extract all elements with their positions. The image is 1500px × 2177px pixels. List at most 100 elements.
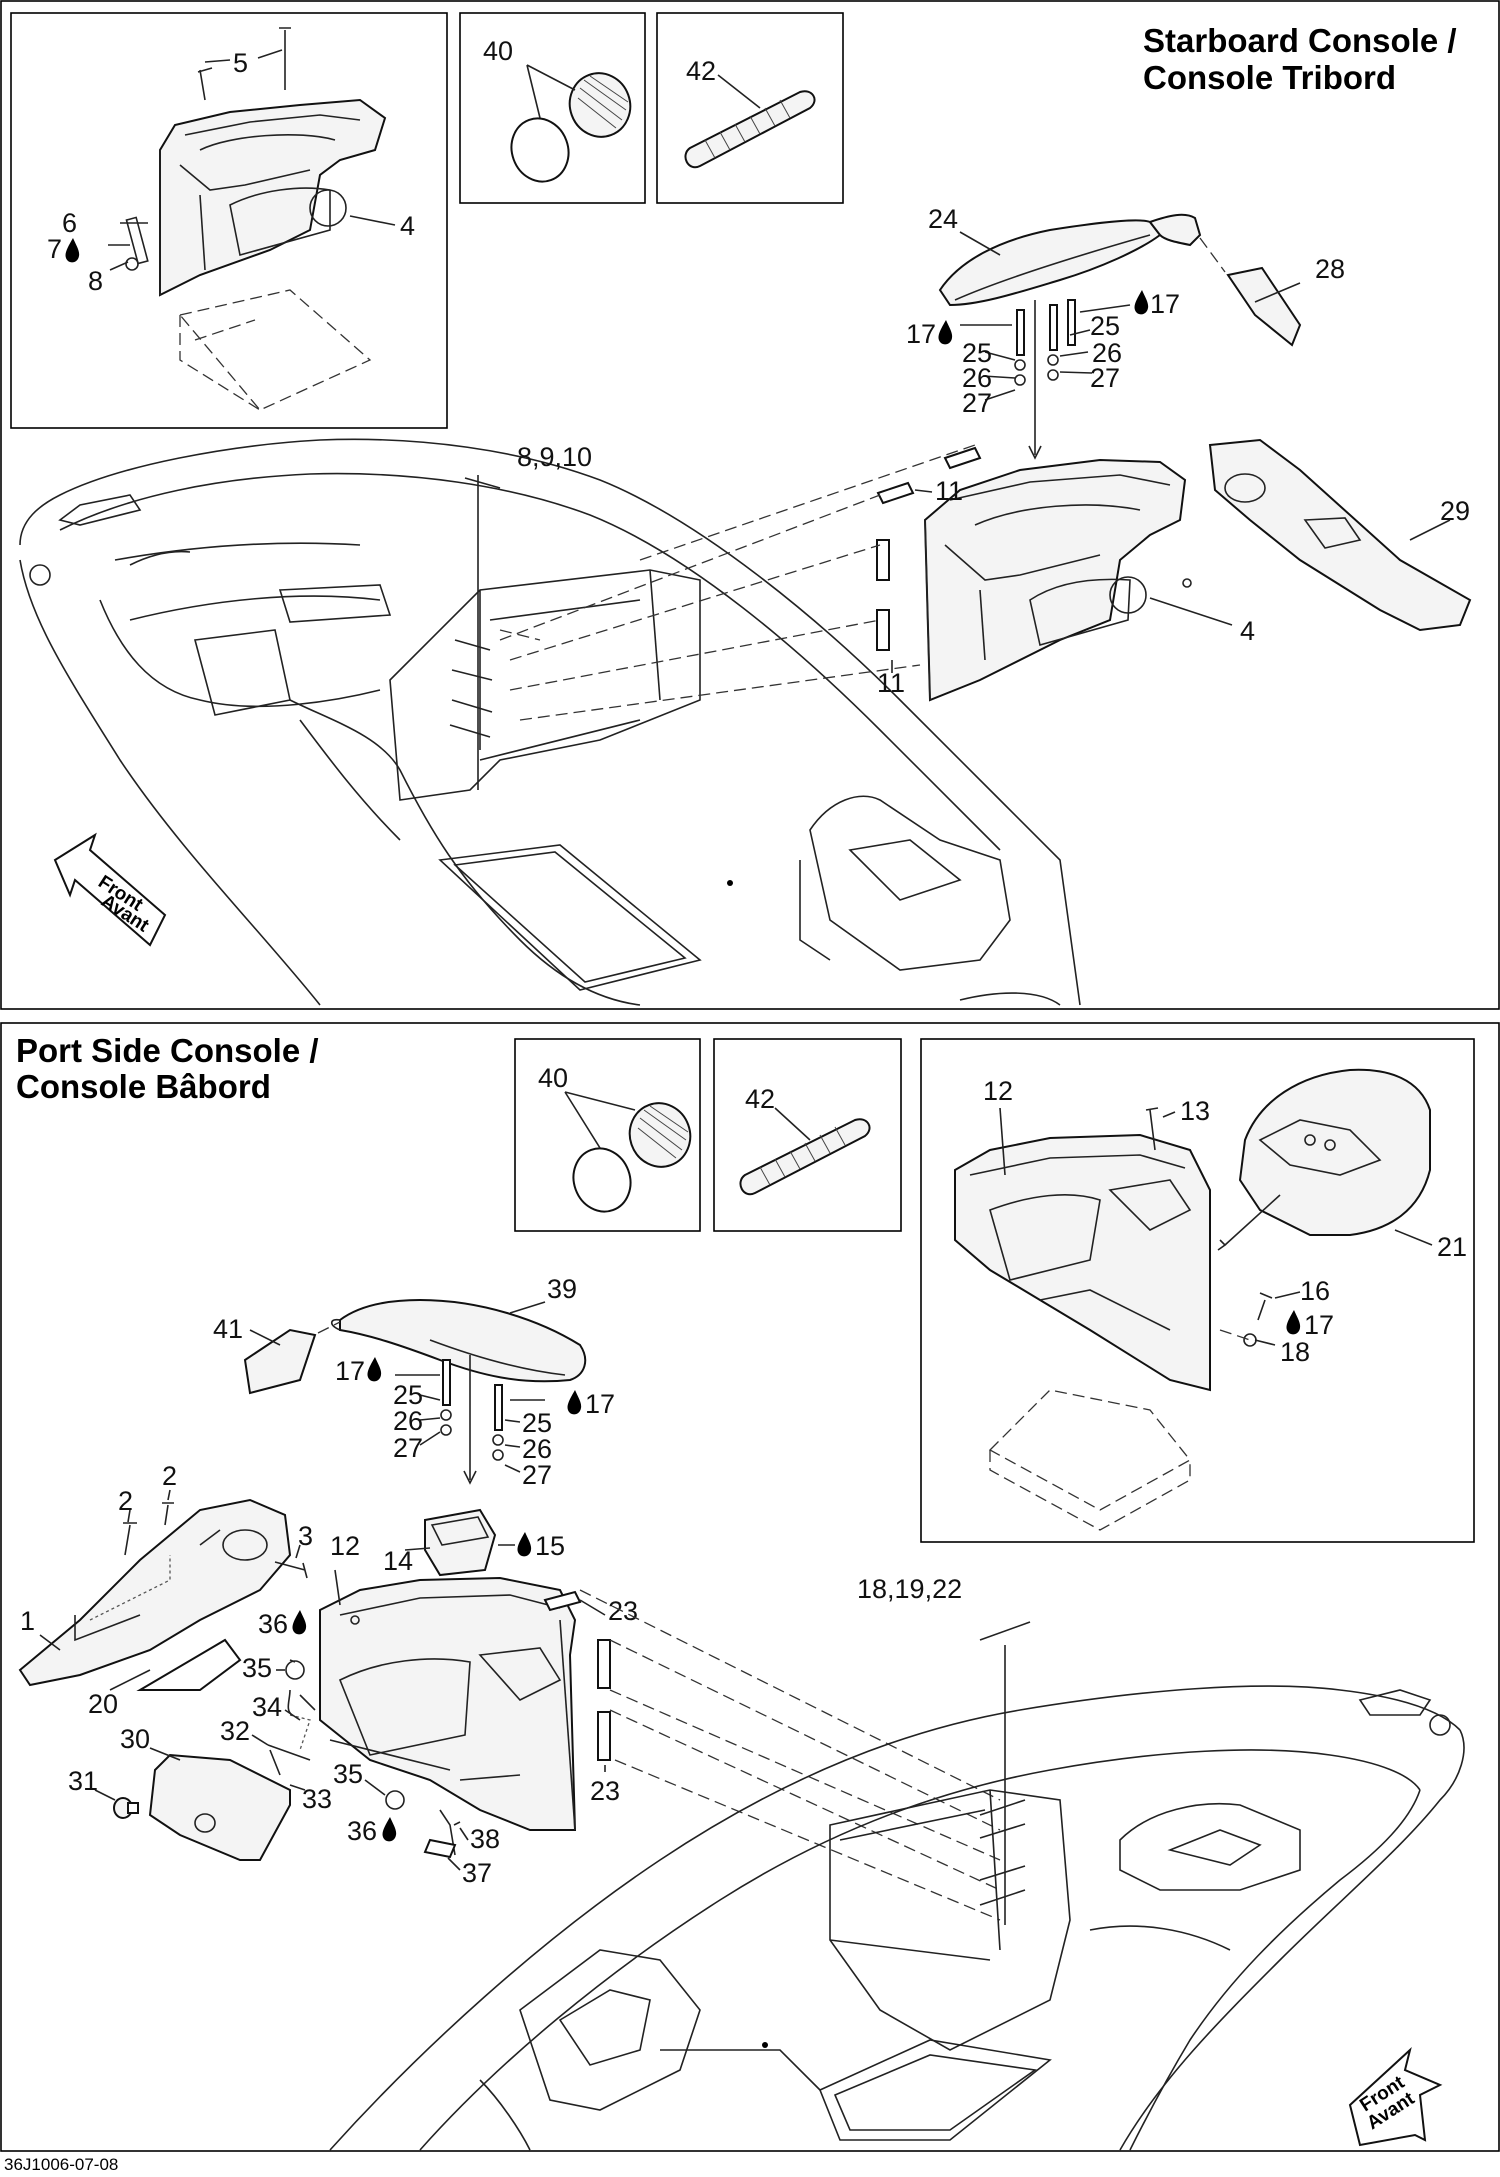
- inset-box-console-top: [10, 12, 448, 429]
- console-cover-39: [330, 1298, 587, 1383]
- inset-box-grip-top: [656, 12, 844, 204]
- label-21: 21: [1437, 1232, 1467, 1262]
- label-34: 34: [252, 1692, 282, 1722]
- label-8: 8: [88, 266, 103, 296]
- label-26b: 26: [1092, 338, 1122, 368]
- port-panel-frame: [0, 1022, 1500, 2152]
- clips-11: [876, 446, 982, 651]
- label-28: 28: [1315, 254, 1345, 284]
- boat-hull-starboard: [19, 438, 1081, 1006]
- label-39: 39: [547, 1274, 577, 1304]
- inset-box-console-bottom: [920, 1038, 1475, 1543]
- dashed-guides-top: [499, 444, 976, 721]
- starboard-title-line1: Starboard Console /: [1143, 22, 1457, 59]
- label-14: 14: [383, 1546, 413, 1576]
- studs-top: [960, 299, 1131, 460]
- inset-box-cap-top: [459, 12, 646, 204]
- arrows-181922: [979, 1621, 1031, 1925]
- diagram-code: 36J1006-07-08: [4, 2155, 118, 2174]
- label-17c: 17: [1304, 1310, 1334, 1340]
- label-6: 6: [62, 208, 77, 238]
- label-25b-b: 25: [522, 1408, 552, 1438]
- panel-20: [136, 1638, 242, 1691]
- grip-inset-drawing: [684, 74, 816, 169]
- label-29: 29: [1440, 496, 1470, 526]
- label-42: 42: [686, 56, 716, 86]
- label-40: 40: [483, 36, 513, 66]
- panel-29: [1208, 438, 1472, 632]
- label-181922: 18,19,22: [857, 1574, 962, 1604]
- label-36a: 36: [258, 1609, 288, 1639]
- label-33: 33: [302, 1784, 332, 1814]
- label-27b-b: 27: [522, 1460, 552, 1490]
- label-5: 5: [233, 48, 248, 78]
- cap-inset-drawing: [510, 64, 632, 183]
- storage-21: [1238, 1068, 1431, 1236]
- drop-icon-15: [517, 1532, 532, 1557]
- label-20: 20: [88, 1689, 118, 1719]
- label-17b: 17: [1150, 289, 1180, 319]
- console-12-bottom: [319, 1576, 577, 1831]
- starboard-panel-frame: [0, 0, 1500, 1010]
- panel-41: [243, 1328, 317, 1395]
- label-11b: 11: [877, 668, 905, 698]
- label-15: 15: [535, 1531, 565, 1561]
- drop-icon: [65, 238, 80, 263]
- port-title-line2: Console Bâbord: [16, 1068, 271, 1105]
- arrows-8910: [449, 475, 501, 790]
- drop-icon-36b: [382, 1817, 397, 1842]
- label-4: 4: [400, 211, 415, 241]
- knob-31: [113, 1797, 139, 1819]
- label-25b: 25: [1090, 311, 1120, 341]
- label-17b-b: 17: [585, 1389, 615, 1419]
- screws-2-3: [123, 1489, 308, 1579]
- label-11a: 11: [935, 476, 963, 506]
- port-title-line1: Port Side Console /: [16, 1032, 319, 1069]
- console-inset-12: [954, 1133, 1211, 1531]
- console-cover-24: [938, 213, 1202, 307]
- label-42b: 42: [745, 1084, 775, 1114]
- label-24: 24: [928, 204, 958, 234]
- hull-dot: [727, 880, 733, 886]
- inset-box-cap-bottom: [514, 1038, 701, 1232]
- label-26a: 26: [962, 363, 992, 393]
- label-35a: 35: [242, 1653, 272, 1683]
- label-25a: 25: [962, 338, 992, 368]
- drop-icon-17c: [1286, 1310, 1301, 1335]
- cap-inset-drawing-bottom: [564, 1091, 692, 1213]
- label-40b: 40: [538, 1063, 568, 1093]
- hull-dot-bottom: [762, 2042, 768, 2048]
- label-31: 31: [68, 1766, 98, 1796]
- drop-icon-17b: [1134, 290, 1149, 315]
- panel-28: [1226, 266, 1302, 347]
- drop-icon-17a-b: [367, 1357, 382, 1382]
- label-27a: 27: [962, 388, 992, 418]
- label-2b: 2: [162, 1461, 177, 1491]
- label-12a: 12: [983, 1076, 1013, 1106]
- label-13: 13: [1180, 1096, 1210, 1126]
- label-27a-b: 27: [393, 1433, 423, 1463]
- dashed-guides-bottom: [579, 1589, 1001, 1921]
- label-1: 1: [20, 1606, 35, 1636]
- label-27b: 27: [1090, 363, 1120, 393]
- label-12b: 12: [330, 1531, 360, 1561]
- label-18: 18: [1280, 1337, 1310, 1367]
- drop-icon-36a: [292, 1610, 307, 1635]
- label-16: 16: [1300, 1276, 1330, 1306]
- label-4b: 4: [1240, 616, 1255, 646]
- leader-24-28: [1199, 237, 1226, 273]
- label-17a-b: 17: [335, 1356, 365, 1386]
- label-35b: 35: [333, 1759, 363, 1789]
- box-30: [148, 1753, 291, 1861]
- front-arrow-icon-bottom: Front Avant: [1348, 2047, 1443, 2147]
- label-36b: 36: [347, 1816, 377, 1846]
- drop-icon-17a: [938, 320, 953, 345]
- label-8910: 8,9,10: [517, 442, 592, 472]
- studs-bottom: [395, 1355, 545, 1485]
- label-41: 41: [213, 1314, 243, 1344]
- label-25a-b: 25: [393, 1380, 423, 1410]
- label-37: 37: [462, 1858, 492, 1888]
- label-17a: 17: [906, 319, 936, 349]
- label-3: 3: [298, 1521, 313, 1551]
